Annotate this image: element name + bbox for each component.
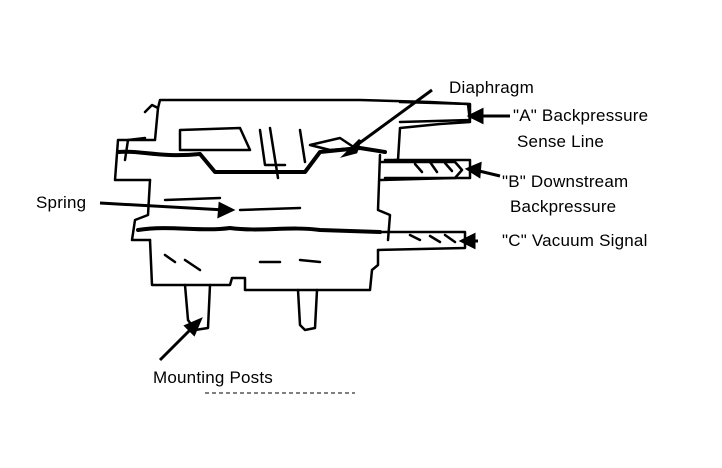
label-b-line2: Backpressure <box>510 197 617 216</box>
label-spring: Spring <box>36 193 87 212</box>
label-a-line1: "A" Backpressure <box>513 106 649 125</box>
label-b-line1: "B" Downstream <box>502 172 629 191</box>
label-a-line2: Sense Line <box>517 132 605 151</box>
label-c-line1: "C" Vacuum Signal <box>502 231 648 250</box>
label-mounting-posts: Mounting Posts <box>153 368 273 387</box>
label-diaphragm: Diaphragm <box>449 78 534 97</box>
